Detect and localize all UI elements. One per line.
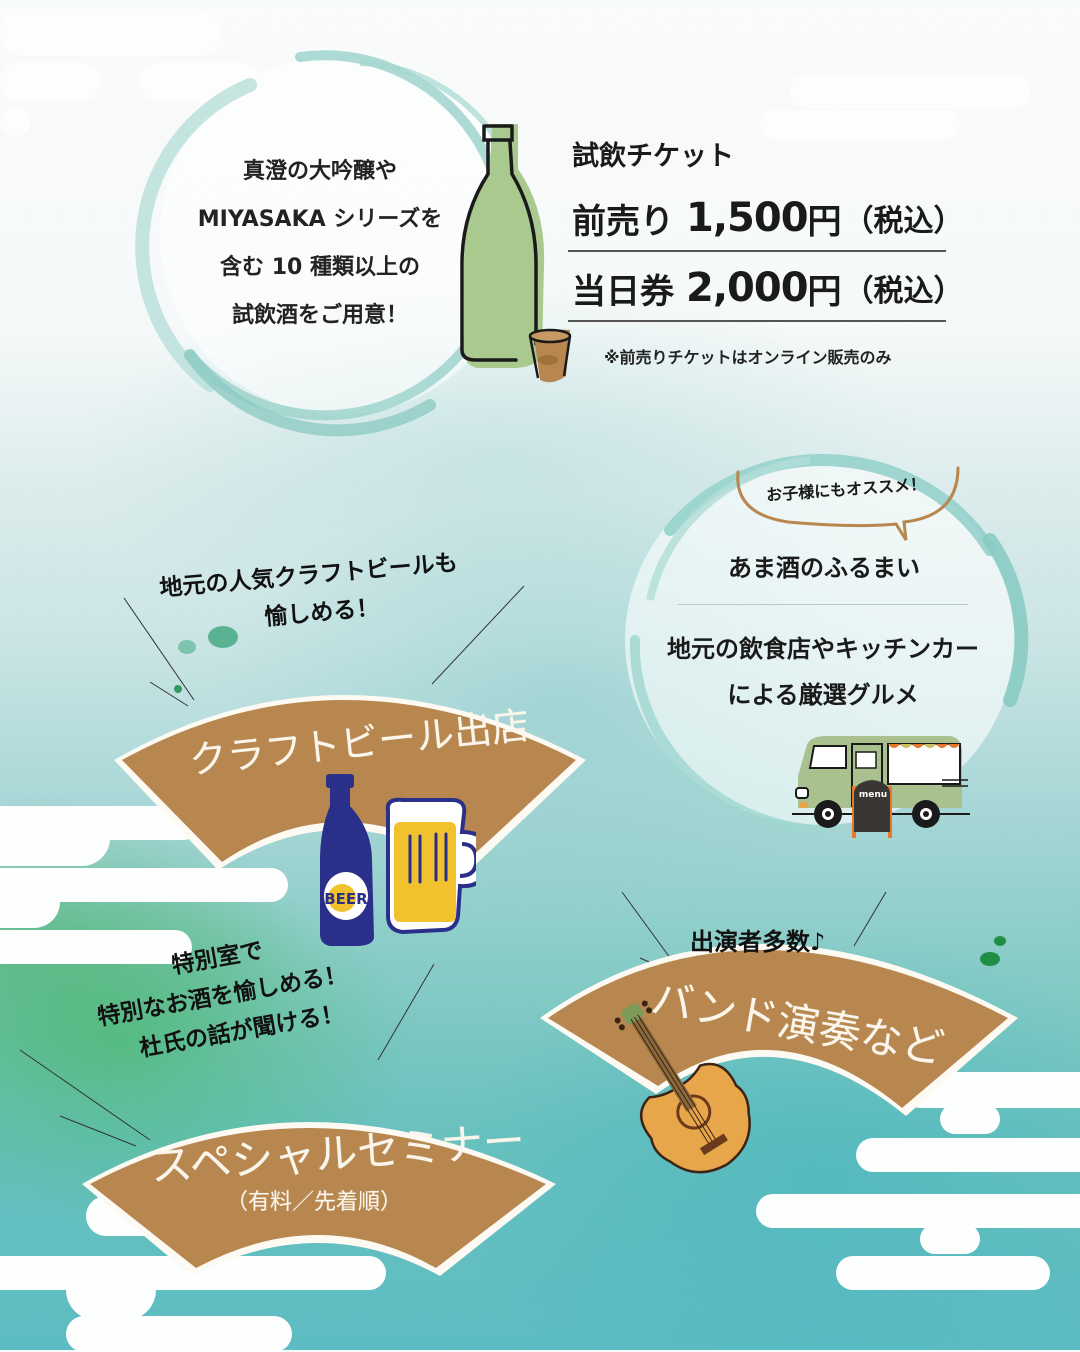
ink-spot (994, 936, 1006, 946)
faint-cloud-bar (790, 74, 1030, 108)
cloud-band (0, 868, 288, 902)
food-truck-icon: menu (792, 732, 972, 842)
intro-line: 含む 10 種類以上の (220, 255, 420, 280)
intro-line: MIYASAKA シリーズを (197, 207, 443, 232)
guitar-icon (614, 1000, 751, 1174)
ink-spot (178, 640, 196, 654)
menu-sign-label: menu (858, 790, 888, 800)
intro-line: 試飲酒をご用意！ (231, 303, 408, 328)
price-tax: （税込） (843, 204, 964, 239)
price-label: 前売り (572, 201, 674, 242)
fan-shape-band (540, 944, 1018, 1116)
price-amount: 2,000 (686, 265, 809, 311)
gourmet-line: 地元の飲食店やキッチンカー (667, 635, 979, 663)
band-caption: 出演者多数♪ (690, 928, 826, 956)
cloud-band (66, 1290, 156, 1320)
gourmet-text: 地元の飲食店やキッチンカー による厳選グルメ (650, 626, 996, 718)
gourmet-line: による厳選グルメ (727, 681, 919, 709)
ink-spot (174, 685, 182, 693)
faint-cloud-bar (760, 110, 960, 140)
ticket-title: 試飲チケット (572, 141, 734, 172)
ink-spot (980, 952, 1000, 966)
sake-bottle-and-cup-icon (460, 124, 572, 383)
sake-intro-text: 真澄の大吟醸や MIYASAKA シリーズを 含む 10 種類以上の 試飲酒をご… (180, 148, 460, 340)
ink-spot (208, 626, 238, 648)
brush-ring-food (625, 454, 1029, 835)
beer-bottle-label: BEER (324, 890, 368, 908)
cloud-band (66, 1316, 292, 1352)
divider (678, 604, 968, 605)
ticket-note: ※前売りチケットはオンライン販売のみ (604, 348, 892, 367)
beer-bottle-and-mug-icon: BEER (320, 774, 476, 946)
cloud-band (756, 1194, 1080, 1228)
faint-cloud-bar (0, 62, 100, 102)
amazake-text: あま酒のふるまい (728, 554, 920, 582)
brush-ring-sake (135, 50, 529, 437)
speech-bubble-icon (736, 466, 960, 541)
price-unit: 円 (807, 201, 842, 242)
fan-subtitle-seminar: （有料／先着順） (226, 1190, 403, 1215)
cloud-band (0, 930, 192, 964)
cloud-band (0, 838, 110, 866)
intro-line: 真澄の大吟醸や (242, 159, 397, 184)
faint-cloud-bar (0, 106, 30, 136)
faint-cloud-bar (0, 10, 220, 56)
price-row-door: 当日券 2,000 円 （税込） (568, 256, 964, 322)
price-row-advance: 前売り 1,500 円 （税込） (568, 186, 964, 252)
cloud-band (856, 1138, 1080, 1172)
fan-shape-seminar (82, 1122, 556, 1276)
cloud-band (836, 1256, 1050, 1290)
price-label: 当日券 (572, 271, 674, 312)
cloud-band (920, 1224, 980, 1254)
price-tax: （税込） (843, 274, 964, 309)
cloud-band (940, 1104, 1000, 1134)
price-unit: 円 (807, 271, 842, 312)
price-amount: 1,500 (686, 195, 809, 241)
